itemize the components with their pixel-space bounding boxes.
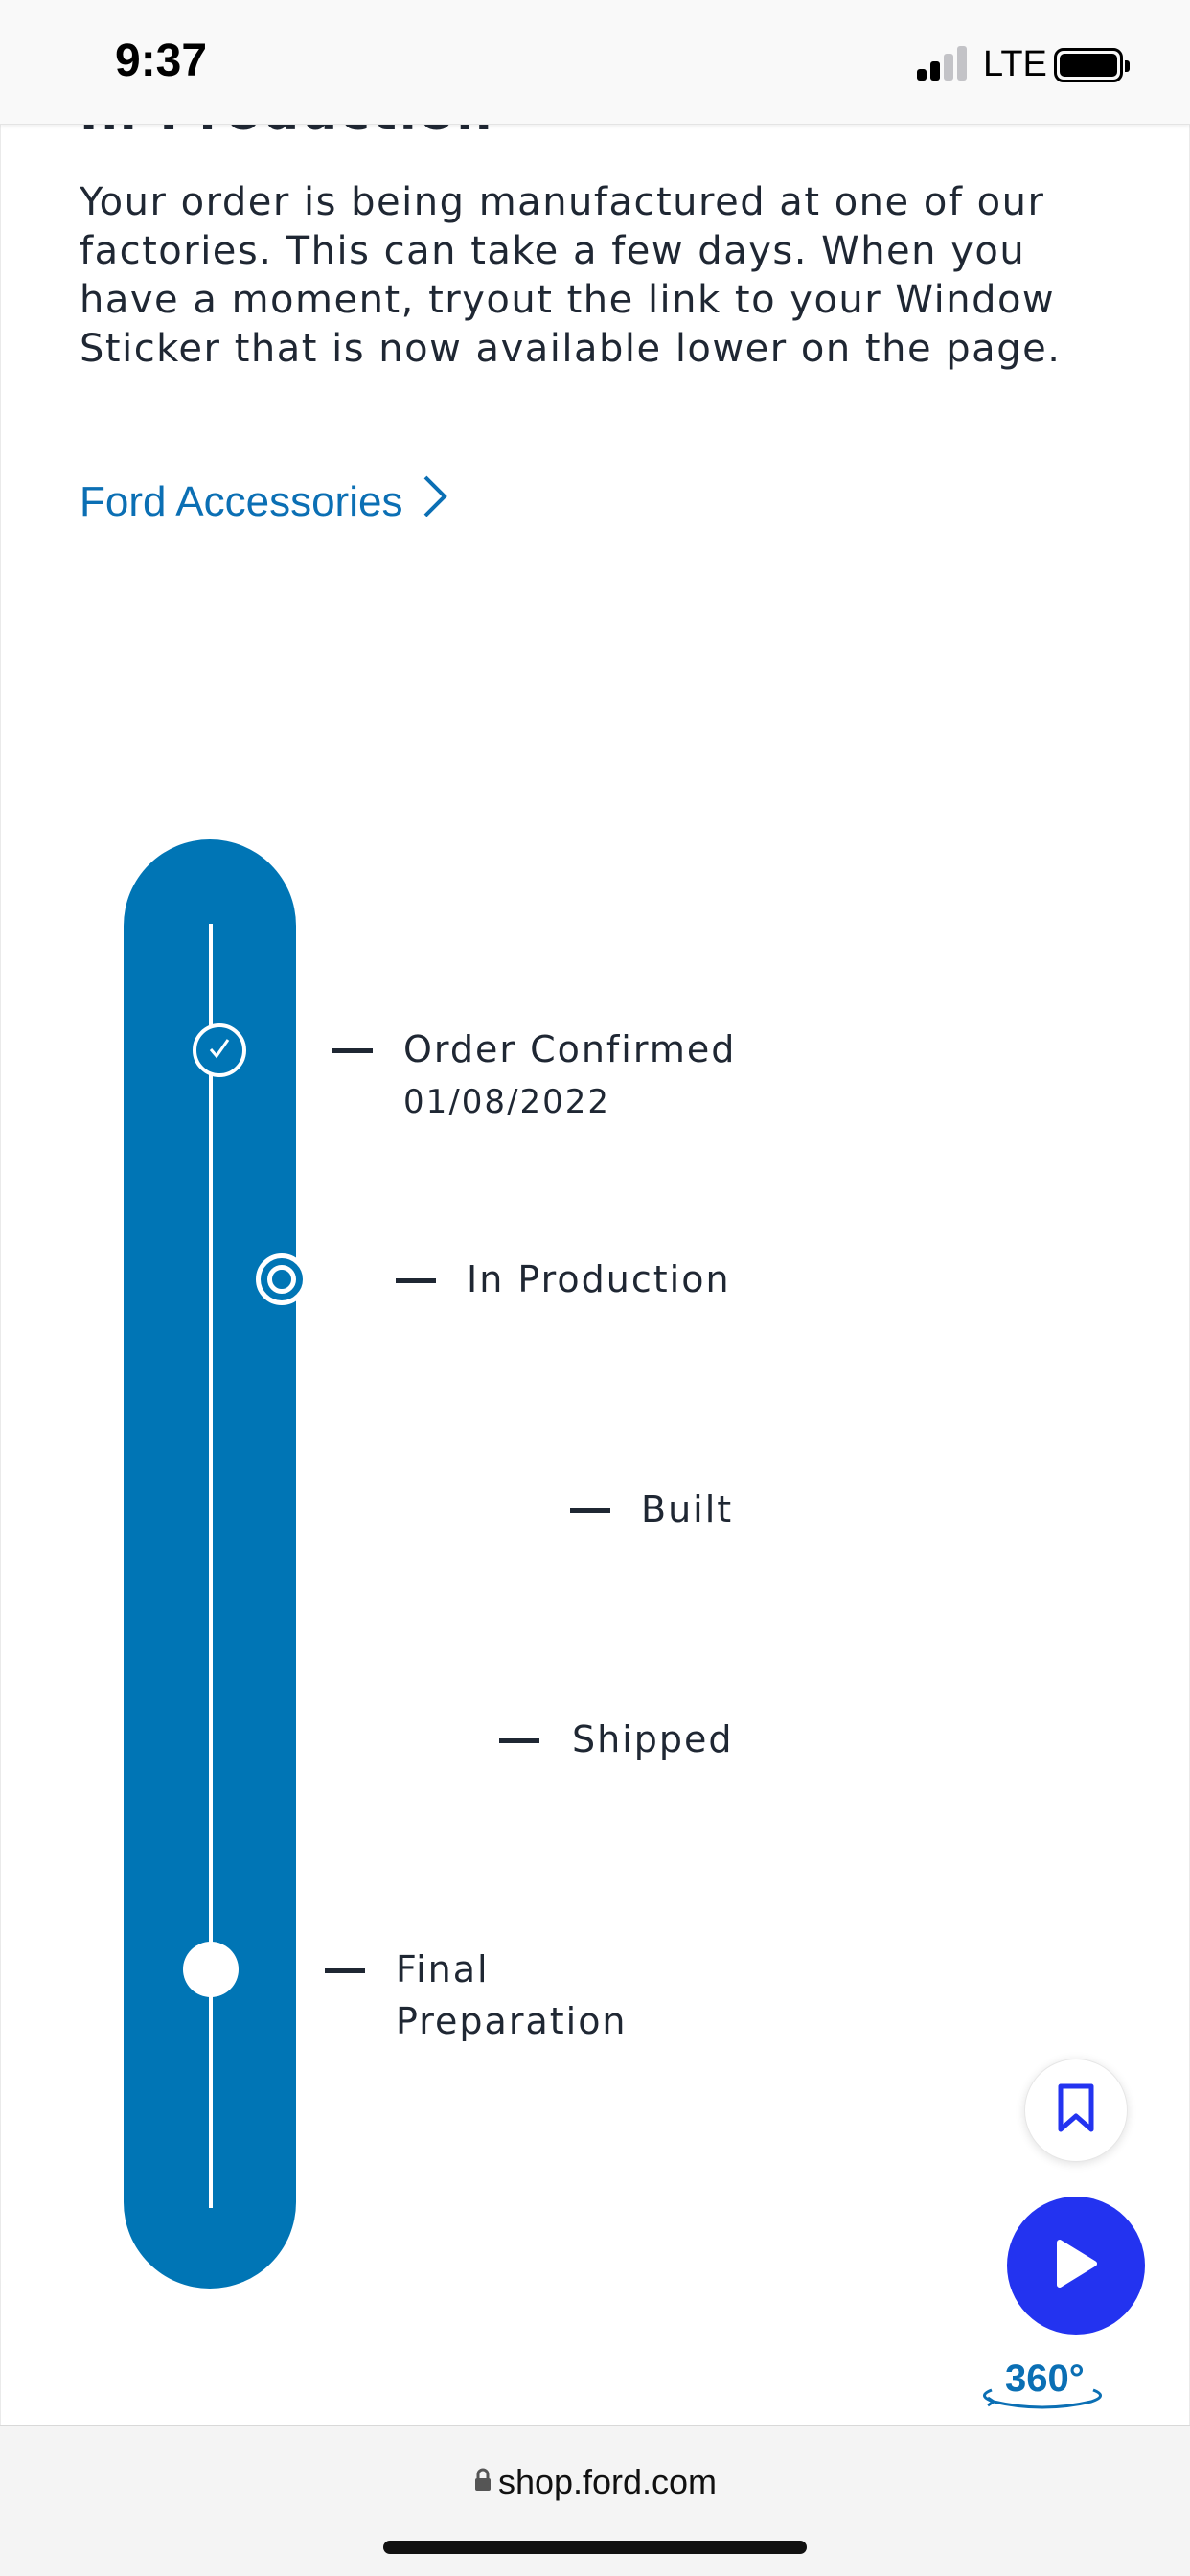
step-order-confirmed-node (193, 1024, 246, 1077)
step-built-label: Built (641, 1488, 734, 1530)
ford-accessories-link[interactable]: Ford Accessories (80, 473, 448, 530)
url-text: shop.ford.com (497, 2462, 718, 2501)
address-bar[interactable]: shop.ford.com (0, 2462, 1190, 2502)
view-360-label: 360° (1005, 2358, 1085, 2400)
step-built-dash (570, 1508, 610, 1513)
lock-icon (473, 2468, 492, 2496)
status-description: Your order is being manufactured at one … (80, 180, 1062, 371)
step-final-preparation-label-1: Final (396, 1948, 490, 1990)
status-bar: 9:37 LTE (0, 0, 1190, 125)
page-content: In Production Your order is being manufa… (0, 0, 1190, 2425)
browser-bottom-bar: shop.ford.com (0, 2425, 1190, 2576)
network-type: LTE (983, 44, 1047, 84)
view-360-button[interactable]: 360° (973, 2358, 1112, 2411)
step-shipped-dash (499, 1738, 539, 1743)
battery-icon (1054, 48, 1130, 82)
play-icon (1052, 2238, 1100, 2293)
step-order-confirmed-dash (332, 1048, 373, 1053)
step-order-confirmed-label: Order Confirmed (403, 1028, 737, 1070)
bookmark-button[interactable] (1024, 2058, 1128, 2162)
step-order-confirmed-date: 01/08/2022 (403, 1083, 610, 1121)
check-icon (205, 1034, 234, 1067)
step-final-preparation-node (183, 1942, 239, 1997)
progress-line (209, 924, 213, 2208)
home-indicator (383, 2541, 807, 2554)
chevron-right-icon (422, 473, 448, 530)
step-final-preparation-dash (325, 1968, 365, 1973)
step-in-production-dash (396, 1278, 436, 1283)
play-button[interactable] (1007, 2196, 1145, 2334)
status-time: 9:37 (115, 35, 208, 86)
signal-icon (917, 46, 969, 80)
step-final-preparation-label-2: Preparation (396, 2000, 628, 2042)
bookmark-icon (1057, 2083, 1095, 2137)
step-in-production-label: In Production (467, 1258, 731, 1300)
rotate-360-icon (983, 2388, 1102, 2409)
step-shipped-label: Shipped (572, 1718, 734, 1760)
ford-accessories-label: Ford Accessories (80, 477, 403, 525)
step-in-production-node (256, 1254, 308, 1305)
